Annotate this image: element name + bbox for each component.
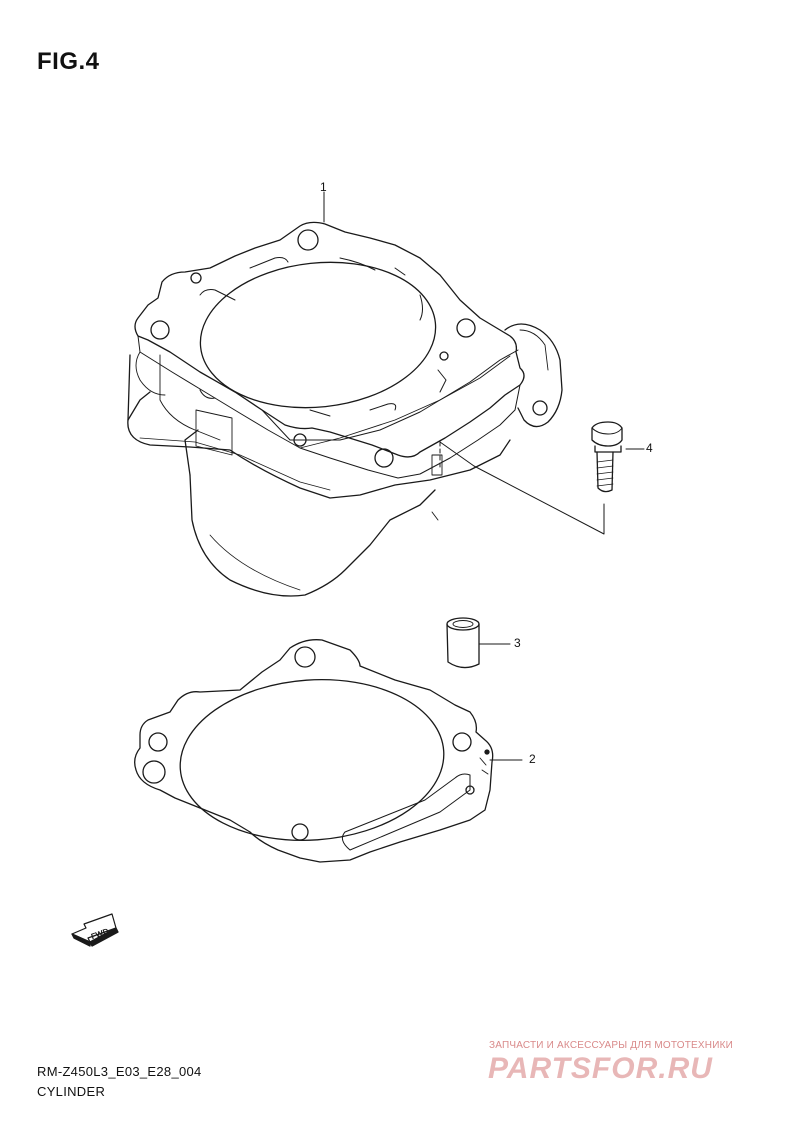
cylinder-part[interactable] [127,221,563,597]
leader-lines [323,191,645,761]
callout-4: 4 [646,441,653,455]
callout-1: 1 [320,180,327,194]
watermark-tagline: ЗАПЧАСТИ И АКСЕССУАРЫ ДЛЯ МОТОТЕХНИКИ [489,1040,734,1051]
cylinder-gasket-part[interactable] [134,639,494,863]
watermark-logo: PARTSFOR.RU [488,1052,713,1085]
callout-2: 2 [529,752,536,766]
bolt-part[interactable] [591,421,623,493]
fwd-arrow-icon: FWD [71,913,119,947]
dowel-pin-part[interactable] [446,617,480,669]
figure-title: FIG.4 [37,48,100,75]
section-name: CYLINDER [37,1084,106,1099]
model-code: RM-Z450L3_E03_E28_004 [37,1064,202,1079]
callout-3: 3 [514,636,521,650]
